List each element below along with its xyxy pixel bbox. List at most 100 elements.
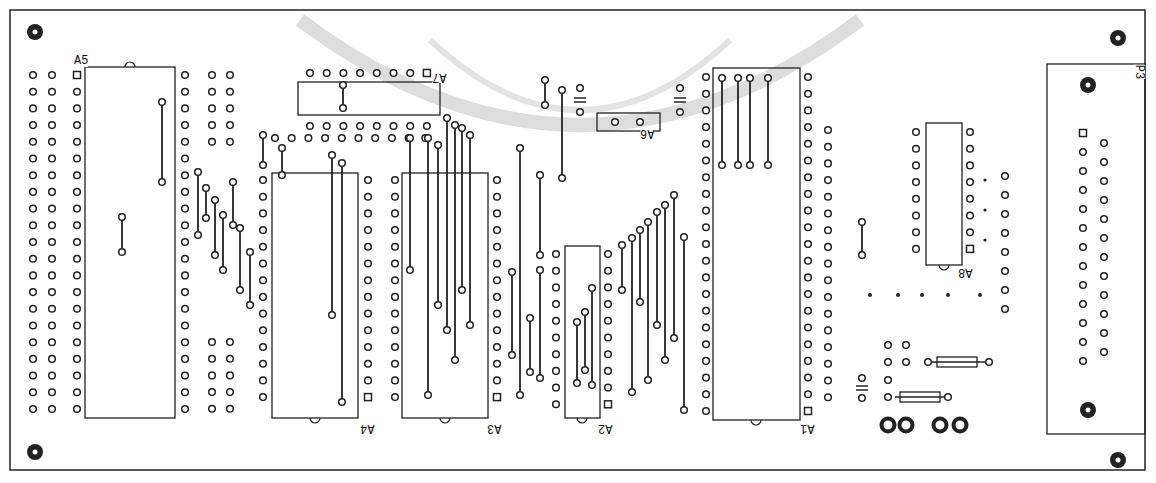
pin-pad (260, 193, 267, 200)
jumper-wire (121, 217, 123, 252)
pin-pad (913, 162, 920, 169)
pin-pad (230, 179, 237, 186)
jumper-wire (249, 252, 251, 305)
pin-pad (703, 107, 710, 114)
pin-pad (637, 299, 644, 306)
pin-pad (885, 342, 892, 349)
pin-pad (49, 122, 56, 129)
pin-pad (703, 224, 710, 231)
pin-pad (74, 406, 81, 413)
pin-pad (703, 124, 710, 131)
pin-pad (494, 294, 501, 301)
pin-pad (339, 160, 346, 167)
pin-pad (425, 135, 432, 142)
pin-pad (307, 123, 314, 130)
pin-pad (805, 308, 812, 315)
pin-pad (30, 356, 37, 363)
pin-pad (392, 244, 399, 251)
pin-pad (390, 123, 397, 130)
pin-pad (209, 389, 216, 396)
part-label: A4 (360, 422, 374, 434)
pin-pad (260, 294, 267, 301)
capacitor-plate (856, 389, 868, 391)
pin-pad (288, 135, 295, 142)
pin-pad (967, 212, 974, 219)
watermark-arc (300, 20, 860, 125)
pin-pad (1080, 244, 1087, 251)
pin-pad (74, 222, 81, 229)
pin-pad (805, 207, 812, 214)
pin-pad (1101, 311, 1108, 318)
jumper-wire (631, 238, 633, 392)
pin-pad (805, 291, 812, 298)
pin-pad (703, 257, 710, 264)
pin-pad (1101, 254, 1108, 261)
pin-pad (30, 339, 37, 346)
pin-pad (355, 135, 362, 142)
pin-pad (407, 135, 414, 142)
pin-pad (703, 207, 710, 214)
part-label: A3 (487, 422, 501, 434)
pin-pad (605, 384, 612, 391)
pin-pad (407, 267, 414, 274)
ic-outline (298, 82, 440, 115)
pin-pad (1101, 235, 1108, 242)
pin-pad (1080, 206, 1087, 213)
pin-pad (1002, 173, 1009, 180)
pin-pad (703, 191, 710, 198)
pin-pad (227, 88, 234, 95)
pin-pad (357, 70, 364, 77)
ic-outline (713, 68, 800, 420)
pin-pad (329, 312, 336, 319)
pin-pad (340, 82, 347, 89)
pin-pad (74, 172, 81, 179)
mounting-hole-center (1116, 36, 1121, 41)
pin-pad (182, 272, 189, 279)
pin-pad (805, 107, 812, 114)
pin-pad (372, 135, 379, 142)
pin-pad (553, 318, 560, 325)
pin-pad (459, 125, 466, 132)
pin-pad (805, 391, 812, 398)
pin-pad (209, 88, 216, 95)
via (983, 238, 986, 241)
pin-pad (30, 372, 37, 379)
pin-pad (825, 160, 832, 167)
pin-pad (74, 205, 81, 212)
pin-pad (967, 145, 974, 152)
pin-pad (1002, 287, 1009, 294)
pin-pad (1002, 306, 1009, 313)
pin-pad (805, 374, 812, 381)
pin-pad (182, 139, 189, 146)
pin-pad (553, 351, 560, 358)
pin-pad (209, 372, 216, 379)
pin-pad (1101, 349, 1108, 356)
pin-pad (1101, 159, 1108, 166)
pin-pad (494, 260, 501, 267)
pin1-pad (494, 394, 501, 401)
pin-pad (30, 88, 37, 95)
pin-pad (1080, 149, 1087, 156)
capacitor-plate (674, 101, 686, 103)
pin-pad (182, 239, 189, 246)
pin-pad (825, 394, 832, 401)
pin-pad (553, 384, 560, 391)
pin-pad (517, 392, 524, 399)
pin-pad (537, 375, 544, 382)
mounting-hole (1110, 30, 1126, 46)
via (978, 293, 982, 297)
pin-pad (74, 306, 81, 313)
pin-pad (74, 356, 81, 363)
pin-pad (619, 287, 626, 294)
pin-pad (260, 210, 267, 217)
pin-pad (735, 75, 742, 82)
ic-outline (402, 173, 488, 418)
pin-pad (279, 172, 286, 179)
ic-notch (310, 418, 320, 423)
pin-pad (340, 105, 347, 112)
pin-pad (339, 399, 346, 406)
jumper-wire (511, 272, 513, 355)
pin-pad (260, 177, 267, 184)
pin-pad (805, 174, 812, 181)
